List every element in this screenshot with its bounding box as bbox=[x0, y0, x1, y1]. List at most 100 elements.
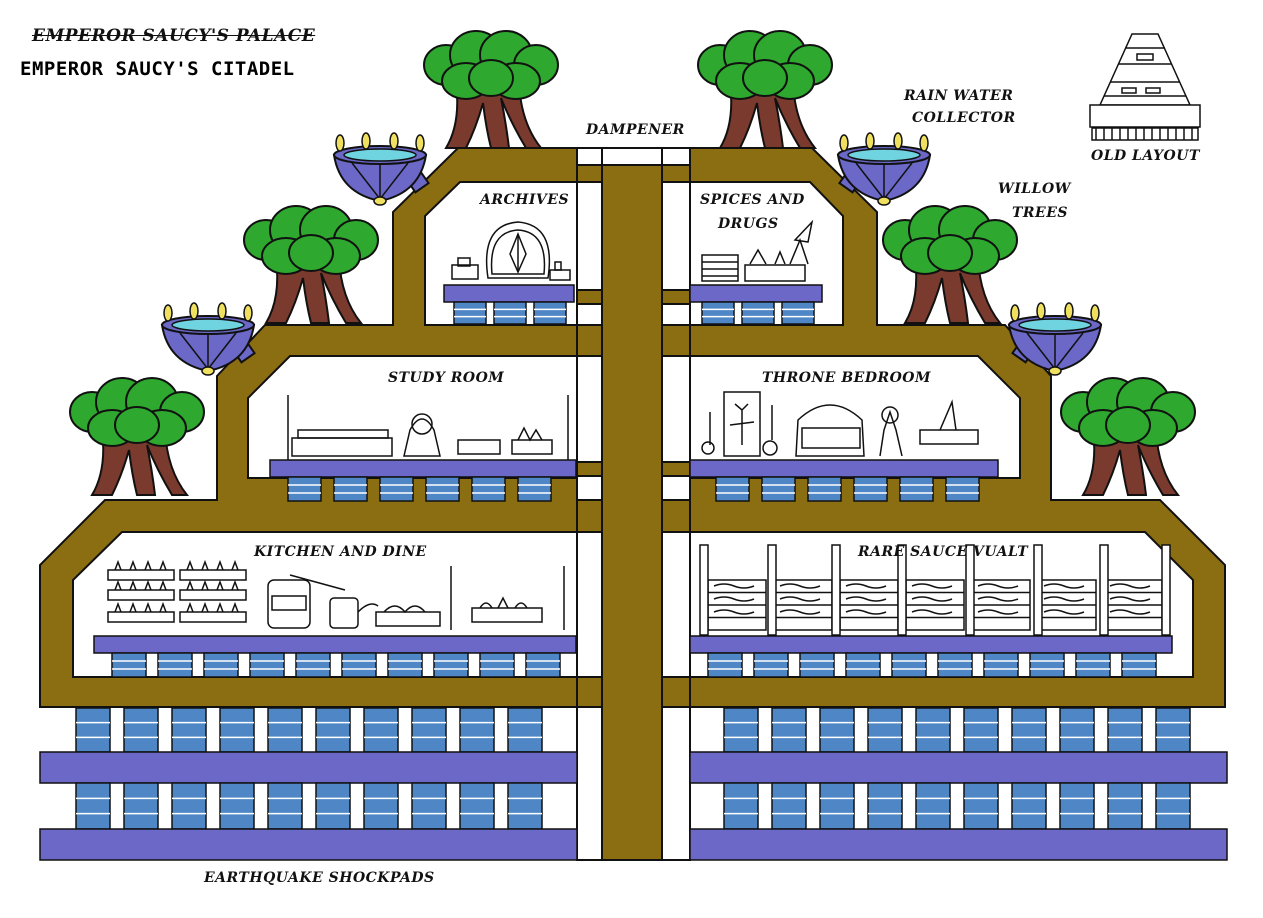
sauce-shelves-icon bbox=[699, 544, 1171, 636]
earthquake-shockpads bbox=[39, 707, 1228, 861]
study-room-label: STUDY ROOM bbox=[388, 370, 505, 386]
shockpad bbox=[1155, 782, 1191, 830]
shockpad bbox=[295, 652, 331, 678]
shockpad bbox=[341, 652, 377, 678]
shockpad bbox=[1107, 707, 1143, 753]
shockpad bbox=[819, 782, 855, 830]
shockpad bbox=[203, 652, 239, 678]
spice-jars-icon bbox=[701, 219, 814, 282]
shockpad bbox=[171, 707, 207, 753]
spices-label-1: SPICES AND bbox=[700, 192, 805, 208]
shockpad bbox=[1155, 707, 1191, 753]
shockpad bbox=[1011, 782, 1047, 830]
clock-icon bbox=[485, 221, 551, 279]
shockpad bbox=[937, 652, 973, 678]
shockpad bbox=[723, 707, 759, 753]
shockpad bbox=[411, 707, 447, 753]
shockpad bbox=[507, 782, 543, 830]
shockpad bbox=[807, 476, 842, 502]
shockpad bbox=[1059, 782, 1095, 830]
platform bbox=[689, 828, 1228, 861]
shockpad bbox=[701, 301, 735, 325]
shockpad bbox=[267, 782, 303, 830]
shockpad bbox=[453, 301, 487, 325]
shockpad bbox=[1107, 782, 1143, 830]
shockpad bbox=[171, 782, 207, 830]
shockpad bbox=[723, 782, 759, 830]
study-bench-icon bbox=[287, 395, 569, 460]
shockpad bbox=[753, 652, 789, 678]
shockpad bbox=[387, 652, 423, 678]
throne-bedroom-label: THRONE BEDROOM bbox=[762, 370, 931, 386]
tree-icon bbox=[1060, 377, 1196, 496]
shockpad bbox=[715, 476, 750, 502]
dampener-label: DAMPENER bbox=[586, 122, 685, 138]
central-column bbox=[601, 164, 663, 861]
shockpad bbox=[963, 782, 999, 830]
shockpad bbox=[379, 476, 414, 502]
shockpad bbox=[315, 782, 351, 830]
platform bbox=[689, 635, 1173, 654]
platform bbox=[689, 284, 823, 303]
shockpad bbox=[707, 652, 743, 678]
spices-label-2: DRUGS bbox=[718, 216, 779, 232]
old-layout-thumbnail bbox=[1089, 33, 1201, 141]
shockpad bbox=[1011, 707, 1047, 753]
shockpad bbox=[111, 652, 147, 678]
platform bbox=[443, 284, 575, 303]
tree-icon bbox=[243, 205, 379, 324]
shockpad bbox=[287, 476, 322, 502]
shockpad bbox=[525, 652, 561, 678]
shockpad bbox=[157, 652, 193, 678]
shockpad bbox=[411, 782, 447, 830]
bed-icon bbox=[701, 391, 979, 457]
rain-water-collector-label-2: COLLECTOR bbox=[912, 110, 1016, 126]
stove-icon bbox=[267, 566, 565, 630]
platform bbox=[269, 459, 577, 478]
vault-label: RARE SAUCE VUALT bbox=[858, 544, 1029, 560]
shockpad bbox=[771, 707, 807, 753]
willow-trees-label-1: WILLOW bbox=[998, 181, 1071, 197]
old-layout-label: OLD LAYOUT bbox=[1091, 148, 1200, 164]
kitchen-label: KITCHEN AND DINE bbox=[254, 544, 427, 560]
shockpad bbox=[249, 652, 285, 678]
shockpad bbox=[1059, 707, 1095, 753]
platform bbox=[39, 828, 578, 861]
willow-trees-label-2: TREES bbox=[1012, 205, 1069, 221]
tree-icon bbox=[69, 377, 205, 496]
shockpad bbox=[267, 707, 303, 753]
tree-icon bbox=[882, 205, 1018, 324]
shockpad bbox=[75, 782, 111, 830]
archives-label: ARCHIVES bbox=[480, 192, 570, 208]
shockpad bbox=[219, 782, 255, 830]
earthquake-shockpads-label: EARTHQUAKE SHOCKPADS bbox=[204, 870, 435, 886]
shockpad bbox=[471, 476, 506, 502]
shockpad bbox=[983, 652, 1019, 678]
platform bbox=[689, 751, 1228, 784]
room-furniture bbox=[107, 219, 1171, 636]
shockpad bbox=[333, 476, 368, 502]
shockpad bbox=[363, 782, 399, 830]
shockpad bbox=[507, 707, 543, 753]
shockpad bbox=[433, 652, 469, 678]
shockpad bbox=[945, 476, 980, 502]
dampener-ties bbox=[576, 164, 691, 708]
shockpad bbox=[315, 707, 351, 753]
platform bbox=[93, 635, 577, 654]
citadel-title: EMPEROR SAUCY'S CITADEL bbox=[20, 58, 295, 80]
shockpad bbox=[915, 782, 951, 830]
shockpad bbox=[1121, 652, 1157, 678]
shockpad bbox=[963, 707, 999, 753]
shockpad bbox=[867, 707, 903, 753]
shockpad bbox=[853, 476, 888, 502]
shockpad bbox=[459, 707, 495, 753]
shockpad bbox=[819, 707, 855, 753]
rain-water-collector-label-1: RAIN WATER bbox=[904, 88, 1014, 104]
shockpad bbox=[845, 652, 881, 678]
shockpad bbox=[363, 707, 399, 753]
shockpad bbox=[123, 707, 159, 753]
shockpad bbox=[493, 301, 527, 325]
shockpad bbox=[799, 652, 835, 678]
shockpad bbox=[479, 652, 515, 678]
rain-water-collectors bbox=[161, 132, 1102, 376]
